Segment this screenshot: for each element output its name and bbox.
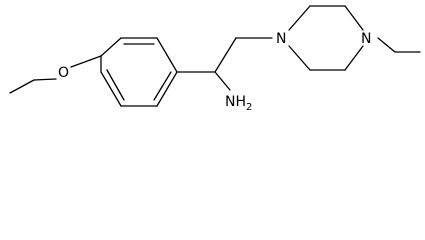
ring-bond-1 [100,37,122,57]
bond-ch-ch2 [214,37,237,73]
ring-double-bond-c [106,69,125,101]
pip-bond-6 [288,45,311,71]
piperazine-n1-label: N [276,31,286,47]
piperazine-n4-label: N [361,31,371,47]
ring-double-bond-b [153,71,172,101]
pip-bond-4 [344,45,364,71]
ring-bond-3 [156,37,178,73]
amine-label: NH2 [225,94,252,113]
bond-n4-ch2 [377,37,396,53]
bond-o-ring [70,55,102,68]
ethoxy-group [9,55,102,94]
n-ethyl-group [377,37,421,53]
pip-bond-1 [288,5,311,31]
ring-bond-6 [100,71,122,107]
piperazine-ring [288,5,364,71]
ring-bond-4 [156,71,178,107]
oxygen-label: O [58,65,69,81]
bond-ch2-o [33,78,57,81]
bond-ch3-ch2 [9,79,35,94]
bond-ch-nh2 [214,71,231,91]
benzene-ring [100,37,178,107]
pip-bond-3 [344,5,364,31]
chemical-structure-diagram: O NH2 N N [9,5,421,113]
side-chain [176,37,273,91]
